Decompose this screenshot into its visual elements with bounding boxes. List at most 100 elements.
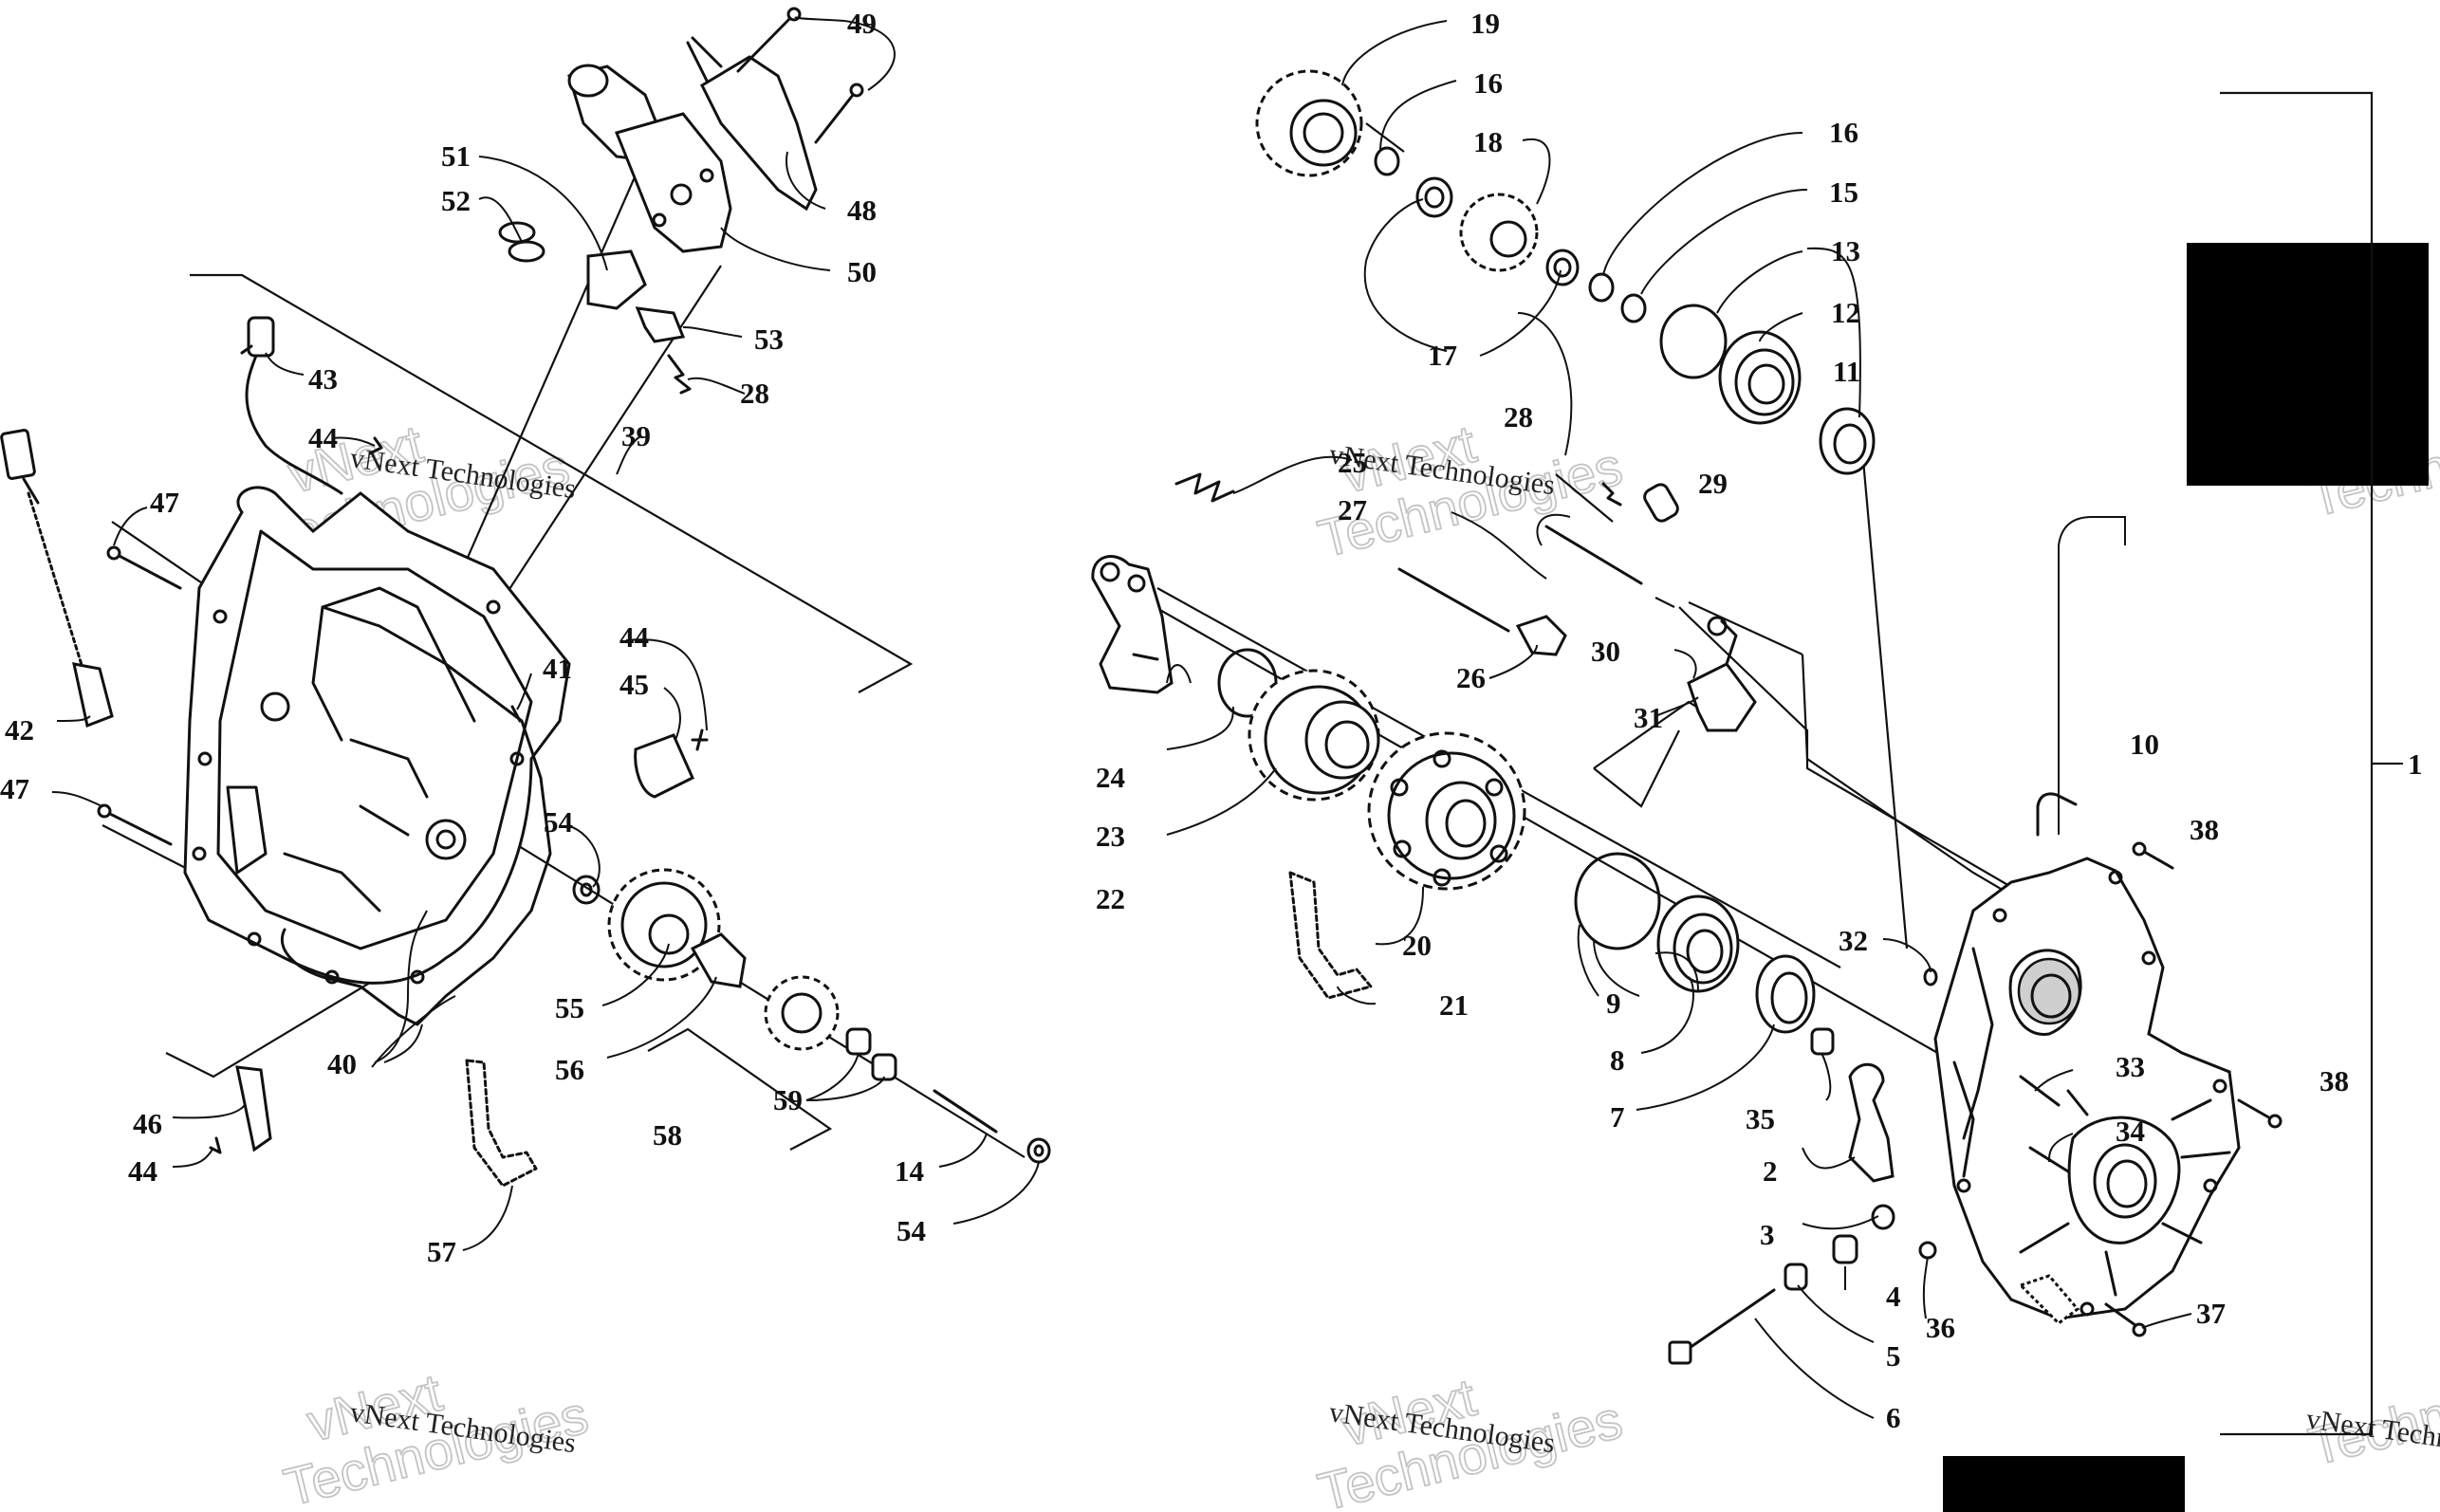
chain-part bbox=[1288, 871, 1373, 1000]
callout-label: 18 bbox=[1473, 125, 1503, 158]
bolt-part bbox=[2132, 841, 2283, 1129]
callout-label: 14 bbox=[895, 1154, 924, 1188]
callout-label: 44 bbox=[308, 421, 338, 454]
callout-label: 45 bbox=[619, 668, 649, 701]
coupler-part bbox=[498, 221, 647, 310]
gear-part bbox=[1367, 731, 1526, 891]
callout-label: 24 bbox=[1096, 761, 1125, 794]
callout-label: 6 bbox=[1886, 1401, 1901, 1434]
callout-label: 7 bbox=[1610, 1100, 1625, 1134]
small-left-parts bbox=[209, 436, 709, 1154]
seal-part bbox=[1819, 407, 1876, 475]
chain-part bbox=[465, 1059, 538, 1188]
callout-label: 12 bbox=[1831, 296, 1860, 329]
callout-label: 54 bbox=[897, 1214, 926, 1247]
callout-label: 28 bbox=[740, 377, 769, 410]
wire-harness-part bbox=[0, 429, 114, 728]
washer-part bbox=[1545, 249, 1580, 286]
gear-part bbox=[607, 868, 721, 982]
lever-arm-part bbox=[1091, 555, 1174, 694]
callout-label: 38 bbox=[2190, 813, 2219, 846]
callout-label: 54 bbox=[544, 805, 573, 839]
sensor-part bbox=[240, 316, 343, 495]
callout-label: 4 bbox=[1886, 1280, 1901, 1313]
callout-label: 58 bbox=[653, 1118, 682, 1152]
callout-label: 2 bbox=[1763, 1154, 1778, 1188]
callout-label: 5 bbox=[1886, 1339, 1901, 1373]
redaction-block bbox=[2187, 243, 2429, 486]
callout-label: 48 bbox=[847, 194, 877, 227]
washer-part bbox=[580, 882, 593, 897]
seal-part bbox=[1755, 954, 1816, 1034]
clip-part bbox=[635, 306, 692, 395]
callout-label: 23 bbox=[1096, 820, 1125, 853]
callout-label: 9 bbox=[1606, 986, 1621, 1020]
callout-label: 49 bbox=[847, 7, 877, 40]
callout-label: 40 bbox=[327, 1047, 357, 1080]
assembly-bracket bbox=[2220, 91, 2400, 1436]
bolt-part bbox=[1918, 1241, 1937, 1260]
snap-ring-part bbox=[1588, 272, 1615, 303]
callout-label: 25 bbox=[1338, 446, 1367, 479]
bearing-part bbox=[1718, 330, 1802, 425]
washer-part bbox=[1871, 1204, 1895, 1230]
callout-label: 20 bbox=[1402, 929, 1432, 962]
callout-label: 38 bbox=[2320, 1064, 2349, 1097]
leader-lines bbox=[51, 16, 2403, 1419]
left-housing-cover bbox=[183, 486, 571, 985]
callout-label: 36 bbox=[1926, 1311, 1955, 1344]
redaction-block bbox=[1943, 1456, 2185, 1512]
detent-lever-part bbox=[1848, 1062, 1895, 1183]
spacer-part bbox=[1832, 1234, 1858, 1264]
snap-ring-part bbox=[1574, 852, 1661, 950]
callout-label: 22 bbox=[1096, 882, 1125, 915]
spacer-part bbox=[1810, 1027, 1835, 1056]
spring-part bbox=[1601, 482, 1622, 507]
shift-motor-part bbox=[567, 36, 818, 253]
callout-label: 26 bbox=[1456, 661, 1486, 694]
callout-label: 28 bbox=[1504, 400, 1533, 433]
callout-label: 21 bbox=[1439, 988, 1469, 1022]
callout-label: 37 bbox=[2196, 1297, 2226, 1330]
callout-label: 43 bbox=[308, 362, 338, 396]
callout-label: 57 bbox=[427, 1235, 456, 1268]
callout-label: 32 bbox=[1839, 924, 1868, 957]
callout-label: 29 bbox=[1698, 467, 1728, 500]
spring-part bbox=[1174, 472, 1235, 503]
washer-part bbox=[572, 875, 601, 905]
callout-label: 44 bbox=[619, 620, 649, 654]
callout-label: 16 bbox=[1829, 116, 1858, 149]
bolt-part bbox=[1668, 1288, 1776, 1365]
bearing-part bbox=[1656, 894, 1740, 993]
callout-label: 13 bbox=[1831, 234, 1860, 267]
shift-fork-part bbox=[1687, 616, 1757, 732]
vent-tube-part bbox=[2036, 792, 2078, 837]
cover-gasket bbox=[280, 586, 552, 1026]
gear-part bbox=[1459, 193, 1539, 272]
callout-label: 1 bbox=[2408, 747, 2423, 781]
callout-label: 15 bbox=[1829, 175, 1858, 209]
callout-label: 53 bbox=[754, 323, 784, 356]
lever-part bbox=[1515, 615, 1567, 656]
pin-part bbox=[933, 1089, 998, 1134]
spacer-part bbox=[1784, 1263, 1808, 1291]
bushing-part bbox=[1643, 483, 1679, 523]
callout-label: 19 bbox=[1470, 7, 1500, 40]
callout-label: 35 bbox=[1746, 1102, 1775, 1135]
snap-ring-part bbox=[1620, 293, 1647, 323]
callout-label: 34 bbox=[2116, 1115, 2145, 1148]
callout-label: 27 bbox=[1338, 493, 1367, 526]
callout-label: 47 bbox=[150, 486, 179, 519]
callout-label: 17 bbox=[1428, 339, 1457, 372]
callout-label: 8 bbox=[1610, 1043, 1625, 1077]
callout-label: 50 bbox=[847, 255, 877, 288]
group-bracket bbox=[647, 1027, 833, 1151]
callout-label: 47 bbox=[0, 772, 29, 805]
callout-label: 11 bbox=[1833, 355, 1860, 388]
callout-label: 30 bbox=[1591, 635, 1620, 668]
gear-part bbox=[1255, 69, 1363, 177]
washer-part bbox=[1415, 176, 1453, 218]
callout-label: 56 bbox=[555, 1053, 584, 1086]
right-alignment-axes bbox=[1137, 122, 2055, 1063]
callout-label: 51 bbox=[441, 139, 471, 173]
